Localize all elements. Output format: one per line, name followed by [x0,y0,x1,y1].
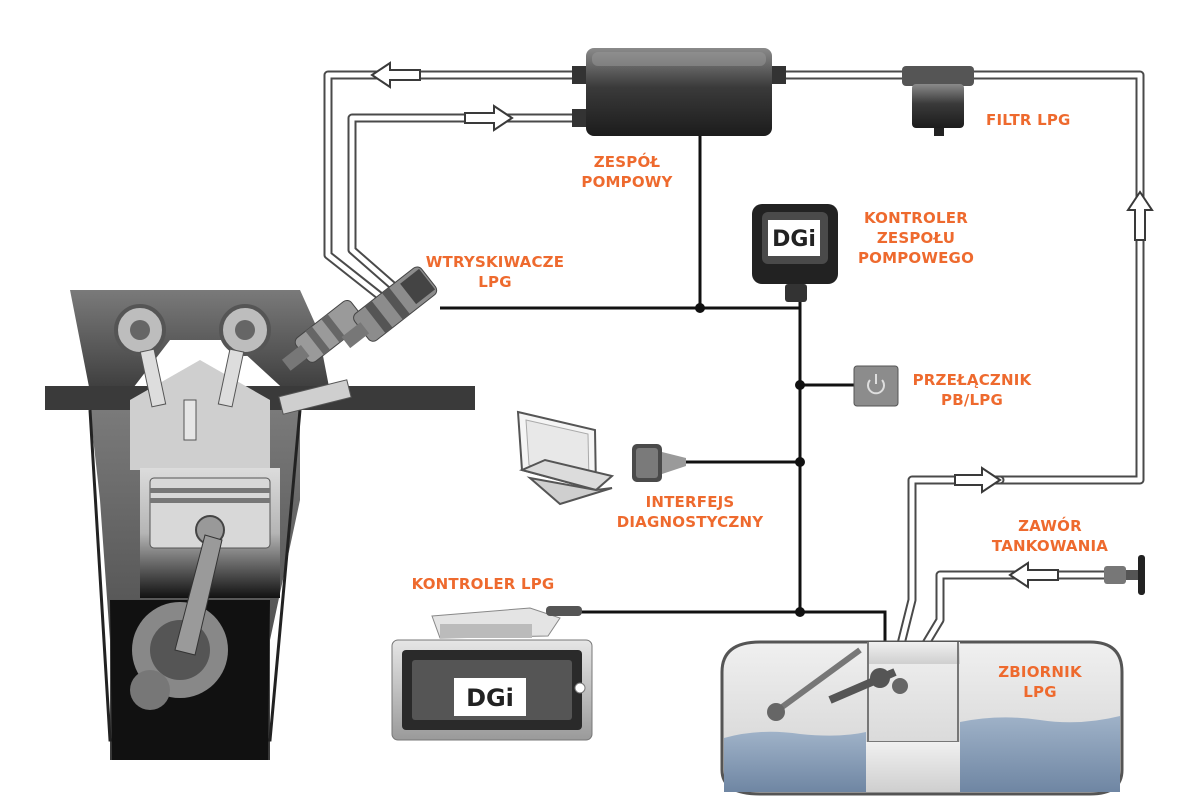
pump-controller-label: KONTROLER ZESPOŁU POMPOWEGO [846,208,986,268]
lpg-filter-label-line-1: FILTR LPG [986,111,1071,129]
lpg-controller-label: KONTROLER LPG [408,574,558,594]
lpg-controller-logo: DGi [466,684,514,712]
tank-label-line-1: ZBIORNIK [998,663,1082,681]
electrical-wires [440,135,887,672]
diag-interface-label-line-1: INTERFEJS [645,493,735,511]
pump-unit-label-line-2: POMPOWY [581,173,673,191]
lpg-injectors [281,266,438,371]
lpg-tank [720,640,1124,796]
injectors-label-line-1: WTRYSKIWACZE [425,253,565,271]
pump-controller-label-line-3: POMPOWEGO [857,249,975,267]
injectors-label: WTRYSKIWACZE LPG [420,252,570,292]
power-icon [867,374,885,395]
flow-arrows [370,61,1154,589]
filling-valve-label: ZAWÓR TANKOWANIA [990,516,1110,556]
engine [45,290,475,760]
lpg-controller: DGi [391,606,593,741]
pump-unit-label: ZESPÓŁ POMPOWY [572,152,682,192]
pump-unit-label-line-1: ZESPÓŁ [593,153,661,171]
diag-interface-label: INTERFEJS DIAGNOSTYCZNY [610,492,770,532]
injectors-label-line-2: LPG [478,273,512,291]
laptop-icon [516,410,615,506]
switch-label-line-2: PB/LPG [941,391,1003,409]
diagnostic-connector [632,444,686,482]
tank-label: ZBIORNIK LPG [990,662,1090,702]
lpg-controller-label-line-1: KONTROLER LPG [411,575,555,593]
switch-label: PRZEŁĄCZNIK PB/LPG [910,370,1034,410]
diag-interface-label-line-2: DIAGNOSTYCZNY [616,513,764,531]
filling-valve [1104,555,1145,595]
wire-junctions [695,303,805,617]
lpg-filter-label: FILTR LPG [986,110,1096,130]
pump-controller-logo: DGi [772,227,816,252]
pump-controller: DGi [752,204,838,302]
pump-controller-label-line-1: KONTROLER [864,209,968,227]
lpg-filter [902,66,974,136]
filling-valve-label-line-2: TANKOWANIA [991,537,1109,555]
switch-label-line-1: PRZEŁĄCZNIK [912,371,1032,389]
pb-lpg-switch [853,365,899,407]
tank-label-line-2: LPG [1023,683,1057,701]
filling-valve-label-line-1: ZAWÓR [1018,517,1082,535]
pump-controller-label-line-2: ZESPOŁU [876,229,956,247]
pump-unit [572,48,786,136]
